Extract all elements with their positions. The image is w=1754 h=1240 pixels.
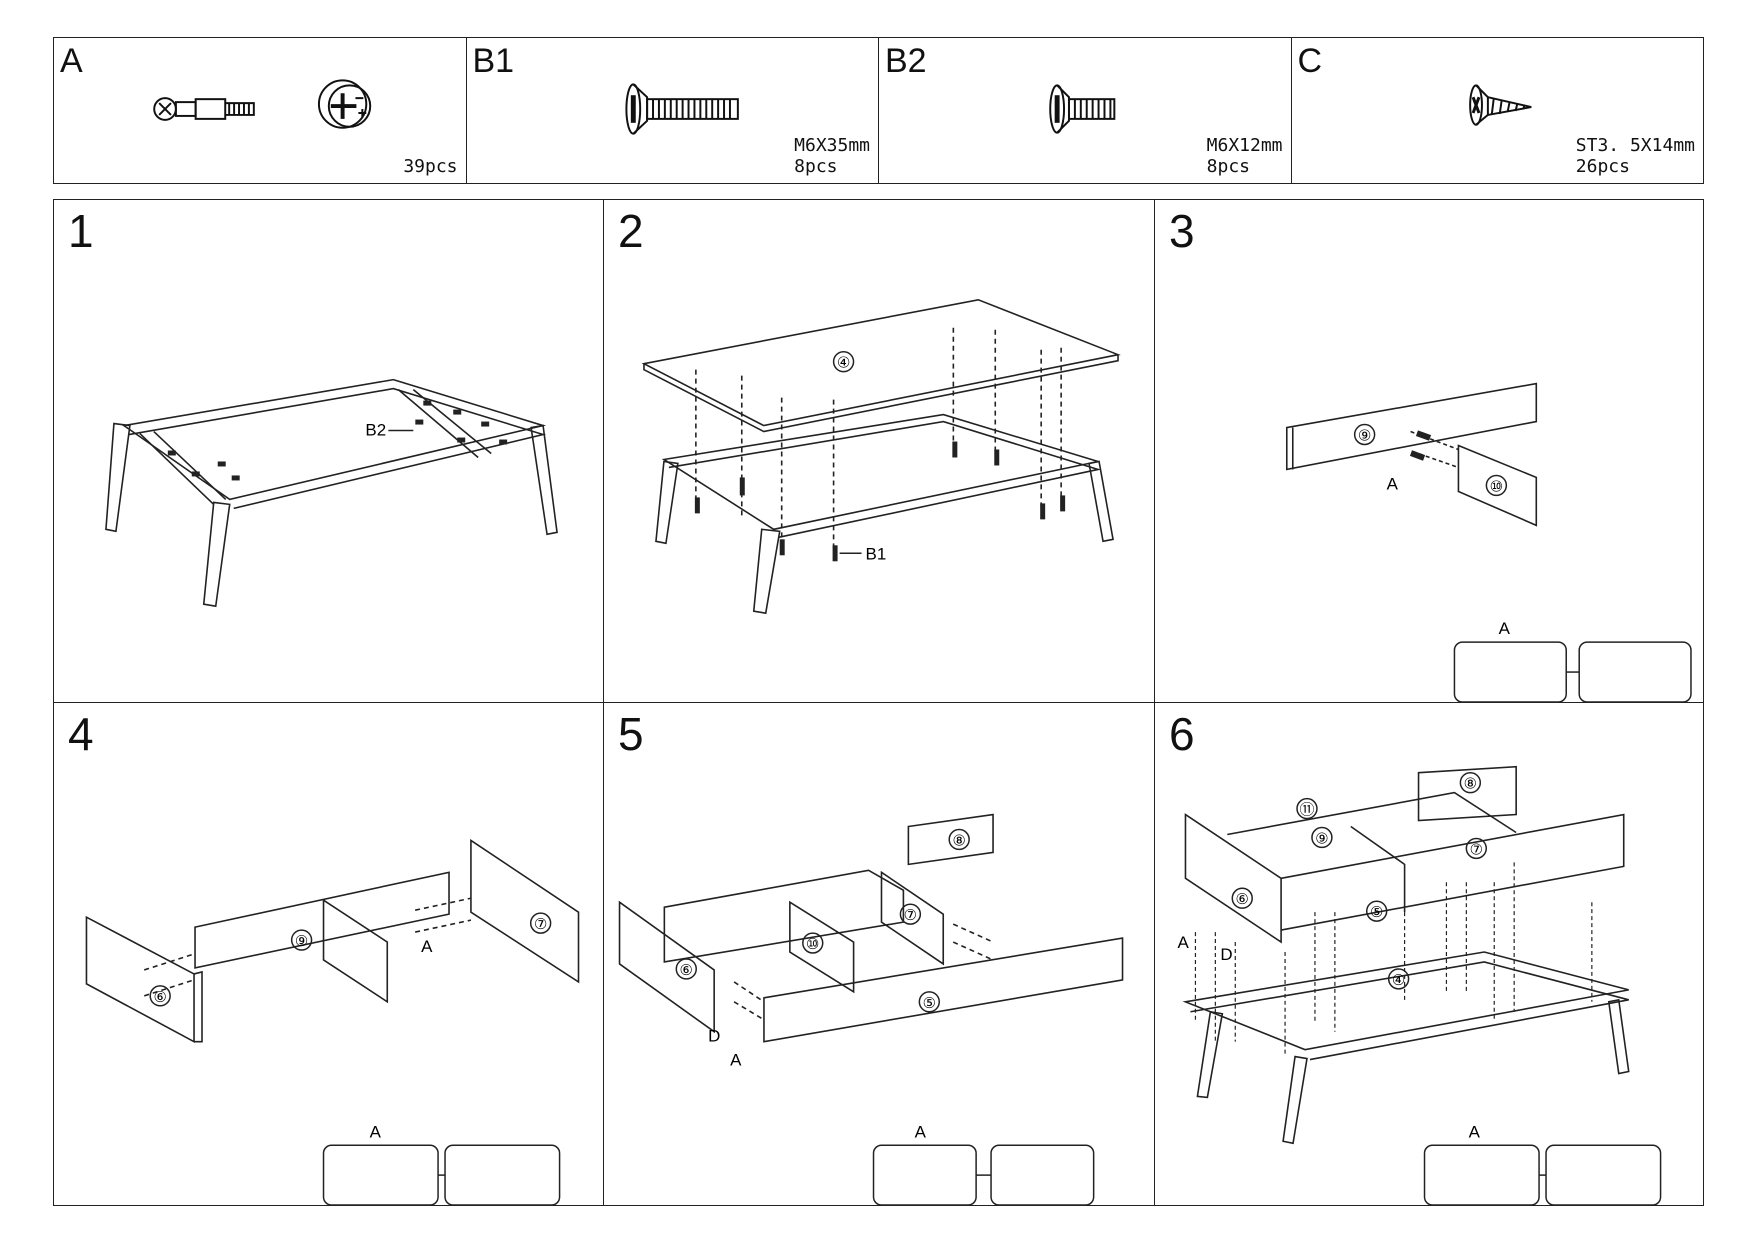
hardware-code: B1 (472, 42, 515, 80)
step-1: 1 B2 (54, 200, 604, 703)
part-label: A (1499, 619, 1511, 638)
part-label: ⑦ (534, 916, 547, 933)
part-label: A (1387, 474, 1399, 493)
step-number: 2 (618, 205, 644, 257)
hardware-meta: M6X35mm 8pcs (794, 135, 870, 177)
step-3: 3 ⑨ ⑩ A A (1155, 200, 1703, 703)
step-3-illustration: ⑨ ⑩ A A (1285, 382, 1692, 702)
hardware-qty: 26pcs (1575, 156, 1630, 177)
part-label: ⑥ (153, 989, 166, 1006)
step-5-illustration: ⑧ ⑦ ⑩ ⑥ ⑤ D A A (618, 813, 1124, 1205)
hardware-meta: M6X12mm 8pcs (1207, 135, 1283, 177)
part-label: ⑧ (1464, 776, 1477, 793)
step-number: 1 (68, 205, 94, 257)
part-label: ⑦ (904, 907, 917, 924)
long-machine-screw-icon (624, 83, 739, 135)
part-label: ⑨ (295, 933, 308, 950)
part-label: ⑨ (1358, 428, 1371, 445)
cam-lock-detail-icon (1453, 641, 1692, 702)
part-label: A (915, 1122, 927, 1141)
part-label: ④ (1392, 972, 1405, 989)
part-label: ④ (837, 355, 850, 372)
step-4: 4 ⑨ ⑦ ⑥ A A (54, 703, 604, 1205)
part-label: ⑦ (1470, 841, 1483, 858)
part-label: B2 (365, 421, 386, 440)
step-number: 4 (68, 708, 94, 760)
assembly-steps: 1 B2 2 (53, 199, 1704, 1206)
hardware-item-b2: B2 M6X12mm 8pcs (879, 38, 1292, 183)
step-1-illustration: B2 (105, 378, 558, 608)
hardware-qty: 8pcs (794, 156, 838, 177)
hardware-spec: M6X35mm (794, 135, 870, 156)
wood-screw-icon (1468, 84, 1532, 126)
hardware-item-b1: B1 M6X35mm 8pcs (467, 38, 879, 183)
step-5: 5 ⑧ ⑦ ⑩ ⑥ ⑤ D A (604, 703, 1155, 1205)
part-label: ⑨ (1315, 830, 1328, 847)
step-number: 6 (1169, 708, 1195, 760)
part-label: ⑪ (1300, 802, 1315, 819)
part-label: A (1178, 933, 1190, 952)
part-label: ⑤ (923, 995, 936, 1012)
step-6: 6 ⑧ ⑪ ⑨ ⑦ (1155, 703, 1703, 1205)
hardware-code: A (60, 42, 83, 80)
hardware-code: C (1297, 42, 1323, 80)
part-label: ⑥ (680, 962, 693, 979)
part-label: A (421, 937, 433, 956)
short-machine-screw-icon (1049, 84, 1116, 134)
hardware-meta: ST3. 5X14mm 26pcs (1576, 135, 1695, 177)
cam-lock-bolt-and-cam-icon (153, 79, 372, 129)
cam-lock-detail-icon (322, 1144, 561, 1205)
cam-lock-detail-icon (1423, 1144, 1662, 1205)
hardware-spec: M6X12mm (1206, 135, 1283, 156)
hardware-item-a: A 39pcs (54, 38, 467, 183)
part-label: ⑧ (952, 832, 965, 849)
part-label: A (730, 1051, 742, 1070)
step-6-illustration: ⑧ ⑪ ⑨ ⑦ ⑥ ⑤ ④ A D A (1178, 765, 1662, 1205)
hardware-item-c: C ST3. 5X14mm 26pcs (1292, 38, 1704, 183)
hardware-list: A 39pcs B1 (53, 37, 1704, 184)
hardware-qty: 39pcs (403, 156, 458, 177)
part-label: ⑥ (1236, 891, 1249, 908)
part-label: ⑩ (1490, 478, 1503, 495)
part-label: A (370, 1122, 382, 1141)
step-4-illustration: ⑨ ⑦ ⑥ A A (85, 838, 580, 1205)
hardware-spec: ST3. 5X14mm (1575, 135, 1695, 156)
hardware-qty: 8pcs (1206, 156, 1250, 177)
part-label: ⑤ (1370, 904, 1383, 921)
part-label: D (708, 1027, 720, 1046)
hardware-meta: 39pcs (403, 156, 457, 177)
hardware-code: B2 (885, 42, 927, 80)
step-number: 5 (618, 708, 644, 760)
step-2-illustration: ④ B1 (641, 298, 1121, 615)
part-label: D (1220, 945, 1232, 964)
cam-lock-detail-icon (872, 1144, 1095, 1205)
step-2: 2 ④ B1 (604, 200, 1155, 703)
step-number: 3 (1169, 205, 1195, 257)
part-label: A (1469, 1122, 1481, 1141)
part-label: B1 (866, 544, 887, 563)
part-label: ⑩ (806, 936, 819, 953)
